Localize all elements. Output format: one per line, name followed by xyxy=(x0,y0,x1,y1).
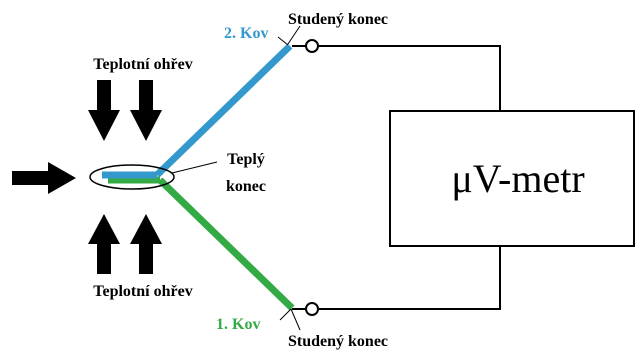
metal1-label-pointer xyxy=(279,308,292,321)
metal1-wire-diagonal xyxy=(157,177,295,311)
hot-end-label-line2: konec xyxy=(226,178,266,195)
metal1-label: 1. Kov xyxy=(216,316,260,333)
heat-arrow-left xyxy=(12,162,76,194)
heat-arrow-bottom-right xyxy=(130,214,162,274)
metal2-wire-diagonal xyxy=(154,43,293,178)
wire-bottom-to-meter xyxy=(319,246,501,310)
hot-end-pointer xyxy=(171,161,218,174)
heat-arrow-bottom-left xyxy=(88,214,120,274)
heat-label-bottom: Teplotní ohřev xyxy=(93,283,192,300)
hot-end-label-line1: Teplý xyxy=(227,151,265,168)
microvoltmeter-box xyxy=(389,110,635,247)
wire-top-to-meter xyxy=(319,45,501,111)
terminal-bottom xyxy=(305,302,319,316)
heat-arrow-top-right xyxy=(130,80,162,141)
microvoltmeter-label: μV-metr xyxy=(451,156,584,201)
terminal-top xyxy=(305,39,319,53)
metal2-label-pointer xyxy=(277,36,289,46)
heat-arrow-top-left xyxy=(88,80,120,141)
cold-end-label-bottom: Studený konec xyxy=(288,333,388,350)
cold-end-label-top: Studený konec xyxy=(288,11,388,28)
hot-junction-ellipse xyxy=(89,164,175,190)
cold-bottom-pointer xyxy=(290,308,301,331)
metal2-label: 2. Kov xyxy=(224,25,268,42)
heat-label-top: Teplotní ohřev xyxy=(93,56,192,73)
cold-top-pointer xyxy=(287,25,301,45)
